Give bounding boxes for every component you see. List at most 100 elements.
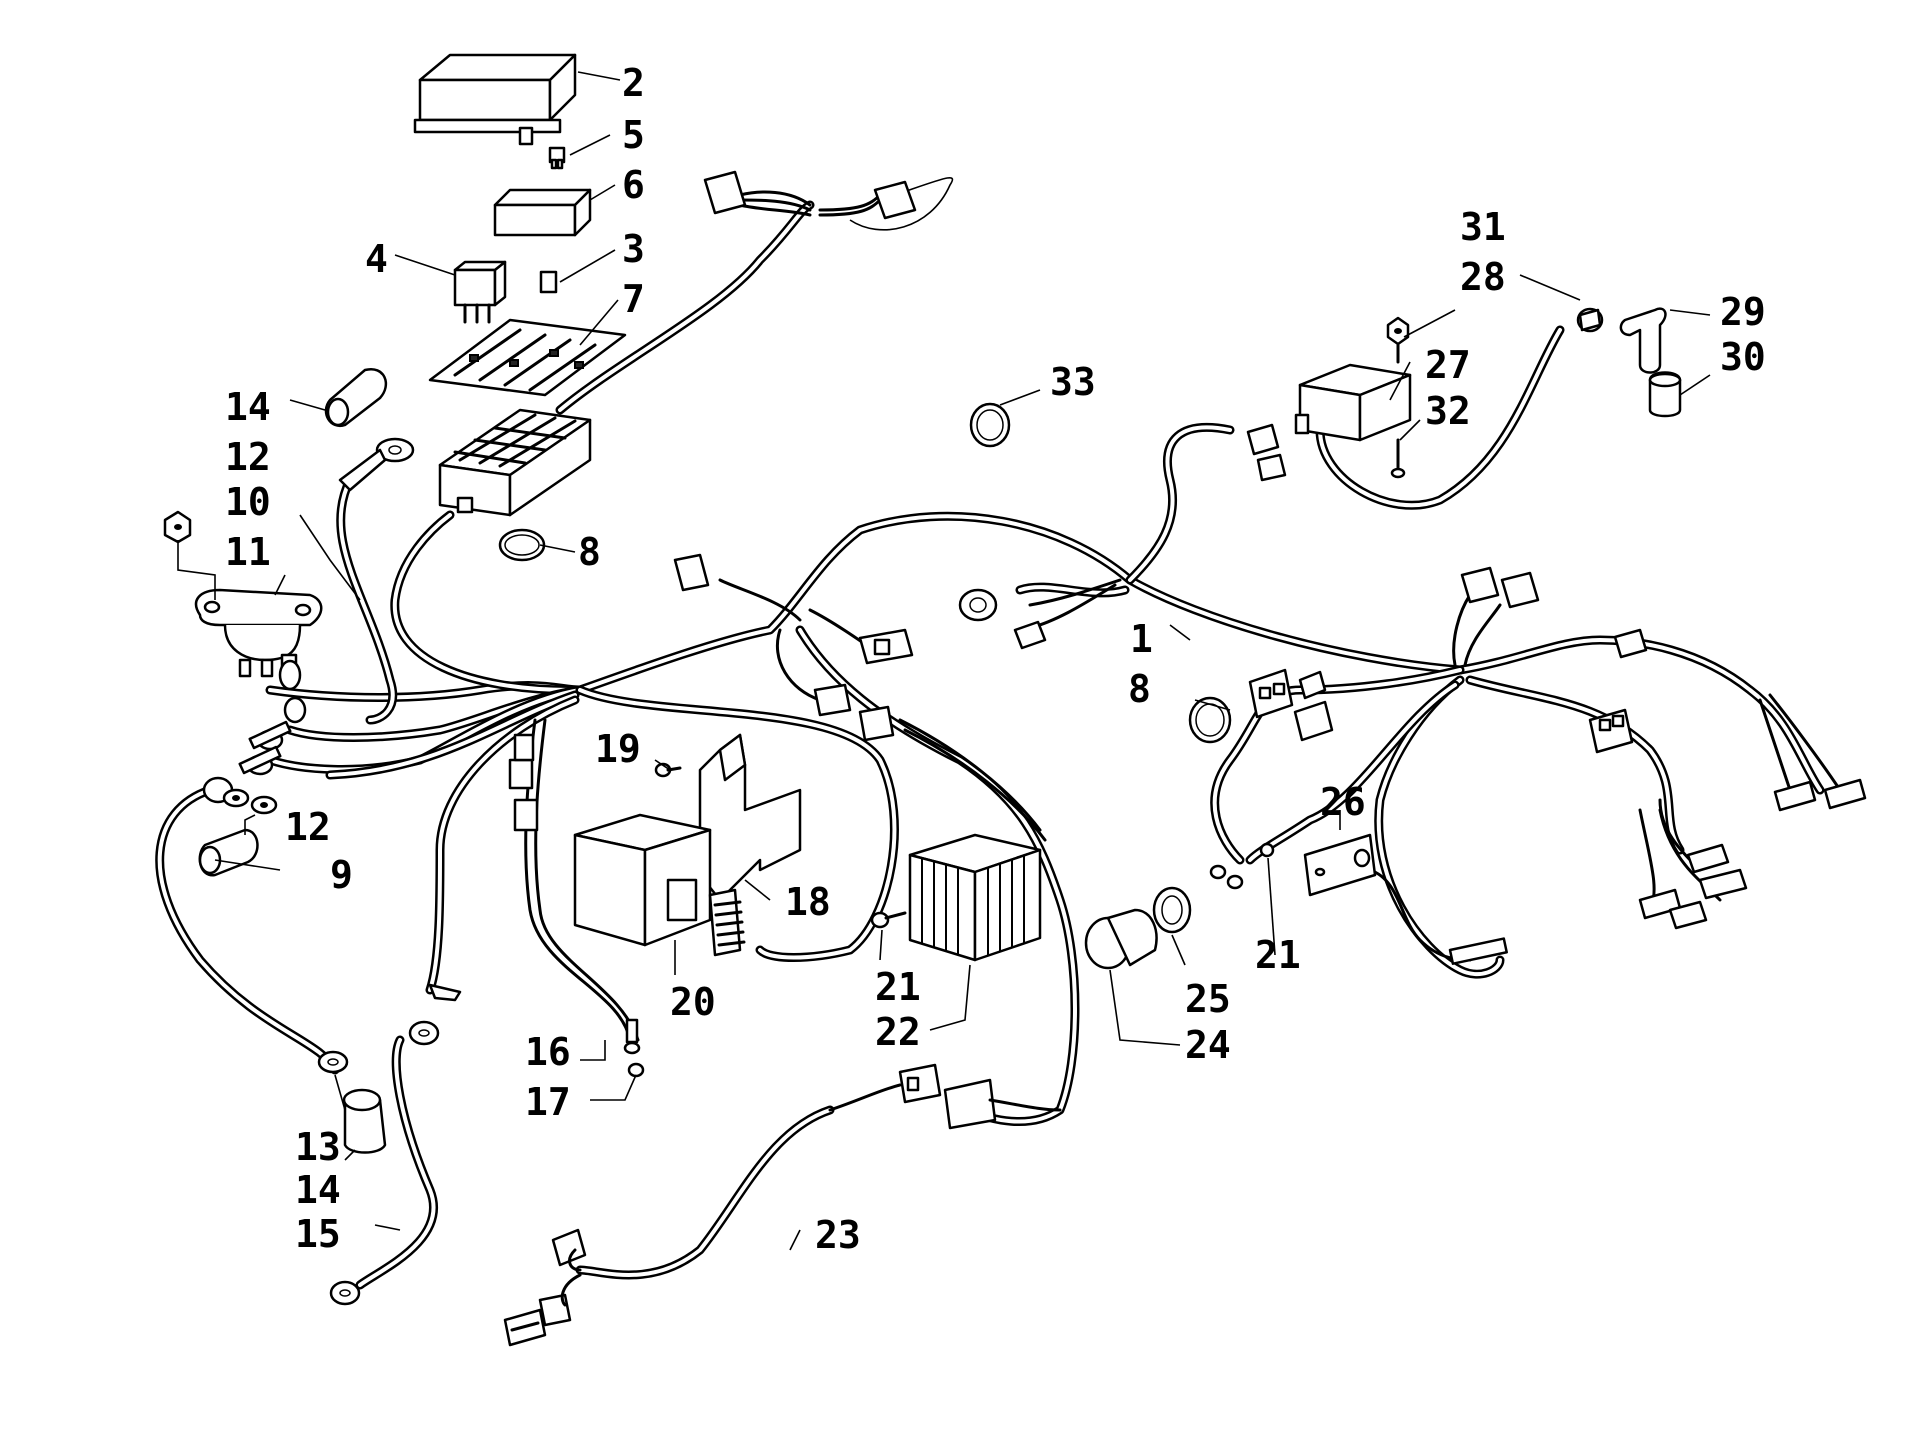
callout-16: 16: [525, 1030, 571, 1074]
callout-21-right: 21: [1255, 933, 1301, 977]
connector-16-top: [508, 733, 539, 832]
callout-7: 7: [622, 277, 645, 321]
terminal-boot-14a: [324, 367, 388, 428]
callout-14-top: 14: [225, 385, 271, 429]
connector-right-1: [1613, 628, 1648, 659]
callout-13: 13: [295, 1125, 341, 1169]
callout-28: 28: [1460, 255, 1506, 299]
connector-near-25: [1209, 864, 1244, 890]
callout-31: 31: [1460, 205, 1506, 249]
fuse-5: [548, 146, 566, 170]
relay-4: [453, 260, 507, 324]
cap-30: [1648, 371, 1682, 418]
connector-1-mid: [1013, 620, 1047, 650]
connector-top-left: [703, 170, 747, 215]
regulator-fins: [921, 856, 1025, 956]
connector-23b: [943, 1078, 997, 1130]
screw-19: [654, 762, 682, 778]
terminal-boot-9: [198, 828, 259, 877]
callout-2: 2: [622, 61, 645, 105]
callout-26: 26: [1320, 780, 1366, 824]
sensor-probe: [1448, 937, 1508, 965]
callout-14-bottom: 14: [295, 1168, 341, 1212]
connector-right-2: [1588, 708, 1634, 754]
relay-6: [493, 188, 592, 237]
callout-22: 22: [875, 1010, 921, 1054]
callout-11: 11: [225, 530, 271, 574]
voltage-regulator: [908, 833, 1042, 962]
callout-25: 25: [1185, 977, 1231, 1021]
ecu-module: [573, 813, 746, 957]
callout-6: 6: [622, 163, 645, 207]
cdi-module-27: [1294, 363, 1412, 442]
connector-23a: [898, 1063, 942, 1104]
connector-left-top: [673, 553, 710, 592]
connector-top-right: [873, 180, 917, 220]
wires-to-23-connectors: [560, 1083, 1062, 1307]
connector-1-left: [958, 588, 998, 622]
terminal-boot-14b: [342, 1088, 387, 1154]
callout-4: 4: [365, 237, 388, 281]
ring-terminal-13: [317, 1050, 349, 1074]
connector-23c: [551, 1228, 587, 1267]
connector-mid-2: [813, 683, 852, 717]
ground-wire-16-end: [623, 1018, 641, 1055]
sensor-plate-26: [1303, 833, 1377, 897]
callout-21-left: 21: [875, 965, 921, 1009]
screw-21b: [1259, 842, 1275, 858]
connector-right-top: [1460, 566, 1540, 609]
connector-right-tail-1: [1773, 778, 1867, 812]
callout-32: 32: [1425, 389, 1471, 433]
callout-labels: 2 5 6 3 4 7 14 12 10 11 8 12 9 13 14 15 …: [225, 61, 1766, 1257]
wire-clamp-33: [969, 402, 1011, 448]
callout-29: 29: [1720, 290, 1766, 334]
ecu-bracket: [698, 733, 802, 902]
relay-box-cover: [413, 53, 577, 146]
callout-18: 18: [785, 880, 831, 924]
callout-8-right: 8: [1128, 667, 1151, 711]
connector-8b-group: [1248, 668, 1334, 742]
screw-17: [627, 1062, 645, 1078]
leader-lines: [177, 71, 1711, 1251]
switch-knob-24: [1084, 908, 1158, 970]
callout-3: 3: [622, 227, 645, 271]
screw-32: [1390, 438, 1406, 479]
callout-8-left: 8: [578, 530, 601, 574]
connector-mid-3: [858, 705, 895, 742]
nut-25: [1152, 886, 1192, 934]
callout-9: 9: [330, 853, 353, 897]
circuit-board-traces: [453, 328, 597, 392]
callout-17: 17: [525, 1080, 571, 1124]
callout-24: 24: [1185, 1023, 1231, 1067]
battery-cable-10-terminal: [338, 437, 415, 492]
callout-12-top: 12: [225, 435, 271, 479]
screw-21a: [870, 911, 907, 929]
ground-cable-15-ends: [329, 983, 462, 1306]
callout-12-bottom: 12: [285, 805, 331, 849]
connector-23d: [503, 1293, 572, 1347]
ecu-connector-pins: [713, 900, 746, 947]
callout-30: 30: [1720, 335, 1766, 379]
solenoid-terminals: [202, 659, 307, 804]
callout-33: 33: [1050, 360, 1096, 404]
connector-right-tail-2: [1686, 843, 1748, 900]
callout-1: 1: [1130, 617, 1153, 661]
wire-clamp-8a: [498, 528, 546, 562]
nut-31: [1386, 316, 1410, 364]
callout-10: 10: [225, 480, 271, 524]
fuse-block: [438, 408, 592, 517]
connector-mid-1: [858, 628, 914, 665]
sleeve-28: [1576, 307, 1604, 333]
callout-5: 5: [622, 113, 645, 157]
elbow-29: [1619, 307, 1667, 374]
fuse-block-cells: [453, 413, 577, 468]
callout-20: 20: [670, 980, 716, 1024]
callout-23: 23: [815, 1213, 861, 1257]
callout-27: 27: [1425, 343, 1471, 387]
starter-solenoid: [194, 588, 323, 678]
callout-19: 19: [595, 727, 641, 771]
nut-12a: [163, 510, 192, 544]
circuit-board: [428, 318, 627, 397]
fuse-3: [539, 270, 558, 294]
